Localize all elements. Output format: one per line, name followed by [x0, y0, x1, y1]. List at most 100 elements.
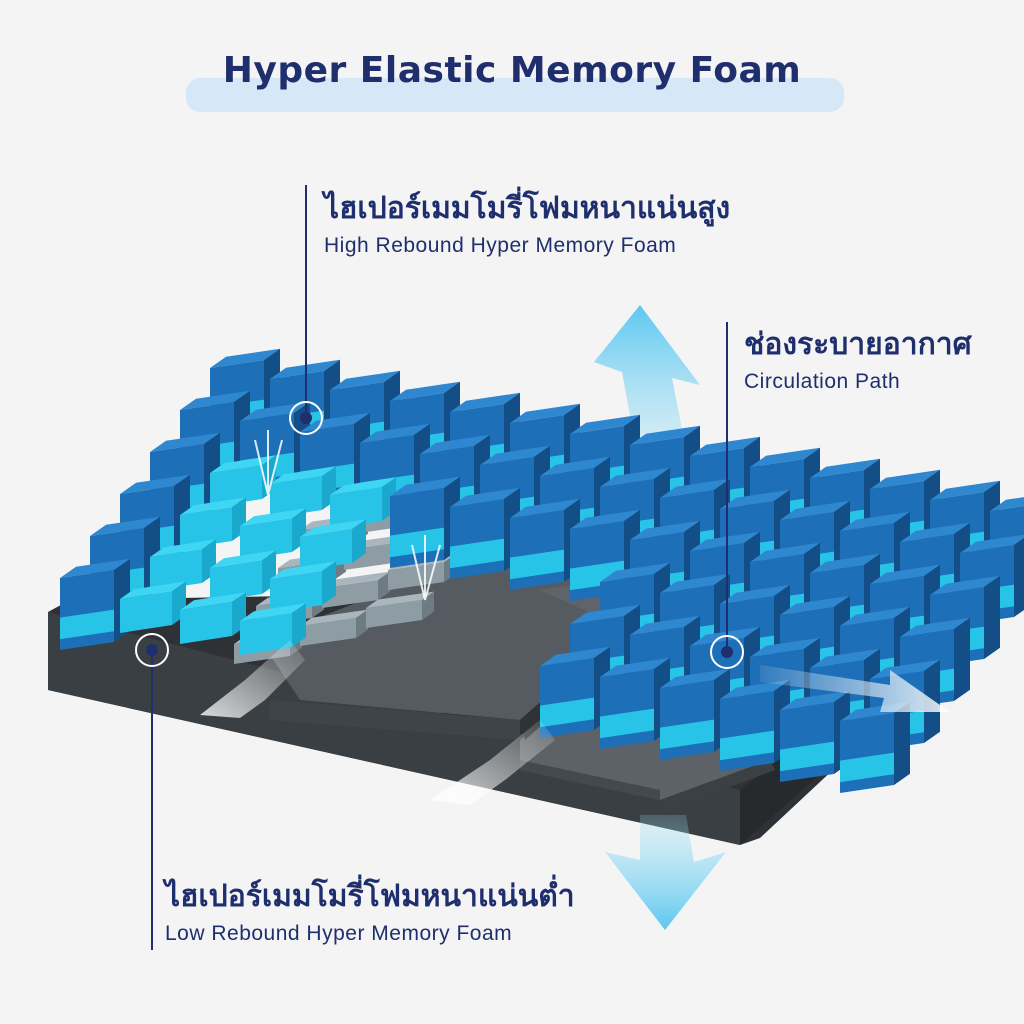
label-high-thai: ไฮเปอร์เมมโมรี่โฟมหนาแน่นสูง — [324, 191, 731, 226]
foam-cube — [840, 511, 910, 531]
foam-cube — [120, 474, 190, 494]
foam-cube — [780, 690, 850, 710]
foam-cube — [540, 646, 610, 666]
leader-line-high — [289, 185, 323, 435]
foam-cube — [450, 487, 520, 507]
foam-cube — [894, 701, 910, 785]
label-low-thai: ไฮเปอร์เมมโมรี่โฟมหนาแน่นต่ำ — [165, 879, 575, 914]
foam-cube — [300, 609, 368, 626]
foam-cube — [630, 425, 700, 445]
foam-cube — [120, 591, 172, 633]
foam-cube — [378, 571, 390, 600]
foam-cube — [840, 752, 894, 783]
label-circulation-path: ช่องระบายอากาศ Circulation Path — [744, 326, 972, 396]
foam-cube — [120, 581, 186, 599]
pressure-spark-icon — [254, 430, 441, 601]
label-high-rebound: ไฮเปอร์เมมโมรี่โฟมหนาแน่นสูง High Reboun… — [324, 190, 730, 260]
foam-cube — [366, 600, 422, 628]
foam-cube — [150, 539, 216, 557]
foam-cube — [270, 476, 322, 518]
foam-cube — [210, 465, 262, 507]
foam-cube — [540, 697, 594, 728]
foam-cube — [180, 497, 246, 515]
foam-cube — [90, 516, 160, 536]
foam-cube — [330, 487, 382, 529]
foam-cube — [510, 498, 580, 518]
foam-cube — [366, 591, 434, 608]
foam-cube — [660, 719, 714, 750]
foam-cube — [510, 403, 580, 423]
label-circulation-thai: ช่องระบายอากาศ — [744, 327, 972, 362]
foam-cube — [322, 571, 390, 588]
foam-cube — [240, 603, 306, 621]
foam-cube — [180, 507, 232, 549]
foam-cube — [780, 595, 850, 615]
foam-cube — [810, 553, 880, 573]
foam-cube — [750, 447, 820, 467]
foam-cube — [600, 657, 670, 677]
foam-cube — [356, 609, 368, 638]
foam-cube — [660, 573, 730, 593]
foam-cube — [780, 500, 850, 520]
foam-cube — [240, 613, 292, 655]
foam-cube — [240, 518, 292, 560]
foam-cube — [420, 434, 490, 454]
foam-cube — [810, 648, 880, 668]
foam-cube — [450, 392, 520, 412]
foam-cube — [180, 602, 232, 644]
foam-cube — [180, 390, 250, 410]
label-high-english: High Rebound Hyper Memory Foam — [324, 234, 677, 257]
foam-cube — [300, 618, 356, 646]
airflow-down-arrow-icon — [605, 815, 726, 930]
title-area: Hyper Elastic Memory Foam — [0, 40, 1024, 120]
foam-cube — [180, 592, 246, 610]
foam-cube — [870, 469, 940, 489]
foam-cube — [270, 466, 336, 484]
foam-cube — [720, 730, 774, 761]
foam-cube — [750, 542, 820, 562]
foam-cube — [720, 584, 790, 604]
airflow-up-arrow-icon — [594, 305, 700, 470]
foam-cube — [210, 348, 280, 368]
foam-cube — [930, 575, 1000, 595]
airflow-side-arrows — [200, 640, 950, 805]
foam-cube — [984, 575, 1000, 659]
foam-cube — [322, 561, 336, 605]
foam-cube — [900, 617, 970, 637]
foam-cube — [360, 423, 430, 443]
foam-cube — [840, 606, 910, 626]
foam-cube — [954, 617, 970, 701]
foam-cube — [720, 679, 790, 699]
foam-cube — [690, 531, 760, 551]
foam-cube — [210, 550, 276, 568]
foam-cube — [270, 561, 336, 579]
foam-cube — [292, 603, 306, 647]
foam-cube — [330, 477, 396, 495]
foam-cube — [240, 401, 310, 421]
foam-cube — [300, 519, 366, 537]
foam-cube — [390, 527, 444, 558]
leader-line-circulation — [710, 322, 744, 669]
foam-cube — [600, 708, 654, 739]
foam-cube — [300, 412, 370, 432]
foam-cube — [600, 467, 670, 487]
foam-cube — [210, 560, 262, 602]
foam-cube — [540, 456, 610, 476]
foam-cube — [570, 604, 640, 624]
title-highlight — [186, 78, 844, 112]
page-title: Hyper Elastic Memory Foam — [222, 50, 802, 91]
label-circulation-english: Circulation Path — [744, 370, 901, 393]
foam-cube — [990, 497, 1024, 511]
foam-cube — [480, 445, 550, 465]
foam-cube — [450, 538, 504, 569]
foam-cube — [570, 509, 640, 529]
foam-cube — [300, 529, 352, 571]
foam-cube — [660, 478, 730, 498]
foam-cube — [570, 414, 640, 434]
foam-cube — [690, 436, 760, 456]
foam-cube — [60, 558, 130, 578]
foam-cube — [60, 609, 114, 640]
foam-cube — [750, 637, 820, 657]
foam-cube — [240, 508, 306, 526]
label-low-rebound: ไฮเปอร์เมมโมรี่โฟมหนาแน่นต่ำ Low Rebound… — [165, 878, 575, 948]
